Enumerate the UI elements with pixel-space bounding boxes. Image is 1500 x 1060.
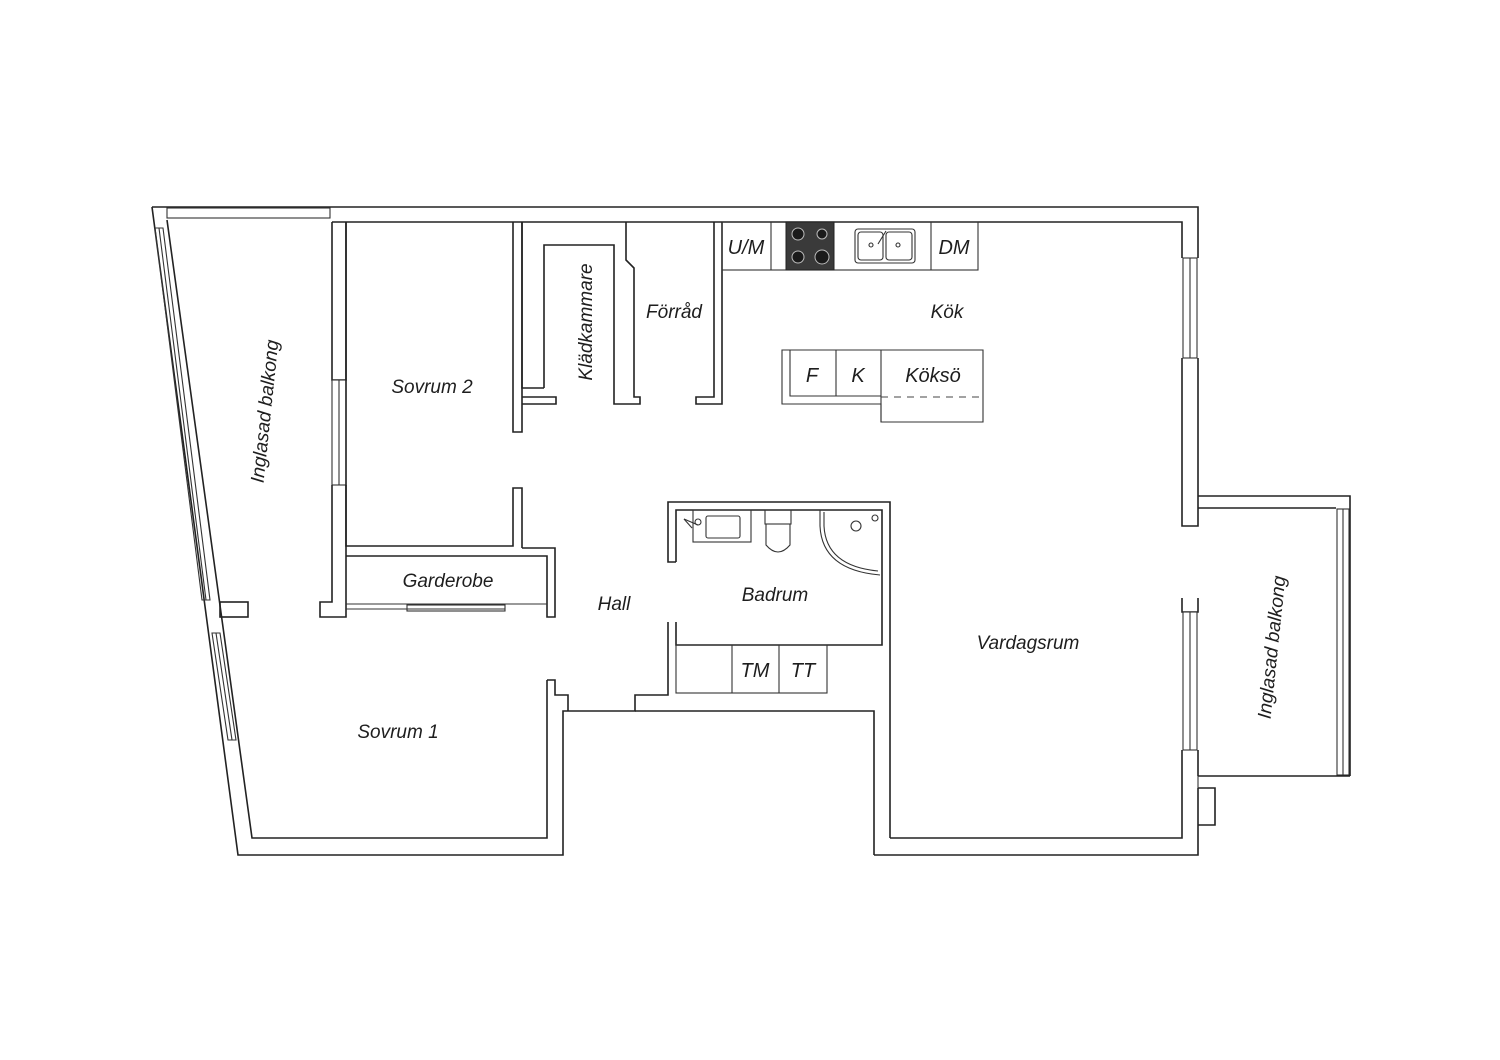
balcony-left-windows bbox=[154, 207, 331, 741]
sovrum2-walls bbox=[345, 222, 556, 618]
room-label-kok: Kök bbox=[931, 302, 965, 323]
room-label-kladkammare: Klädkammare bbox=[576, 263, 597, 380]
fixture-label-f: F bbox=[806, 365, 820, 387]
room-label-badrum: Badrum bbox=[742, 585, 809, 606]
room-label-vardagsrum: Vardagsrum bbox=[977, 633, 1080, 654]
balcony-inner-wall bbox=[319, 222, 347, 618]
fixture-label-k: K bbox=[851, 365, 866, 387]
window bbox=[211, 632, 237, 741]
kitchen-counter bbox=[721, 221, 979, 271]
kitchen-island bbox=[781, 349, 984, 423]
room-label-sovrum2: Sovrum 2 bbox=[391, 377, 473, 398]
room-label-balcony-right: Inglasad balkong bbox=[1255, 574, 1291, 720]
room-label-balcony-left: Inglasad balkong bbox=[248, 338, 284, 484]
room-label-garderobe: Garderobe bbox=[403, 571, 494, 592]
fixture-label-kokso: Köksö bbox=[905, 365, 961, 387]
badrum bbox=[675, 509, 883, 694]
washbasin-icon bbox=[683, 509, 752, 543]
fixture-label-tm: TM bbox=[741, 660, 770, 682]
shower-icon bbox=[819, 510, 881, 576]
garderobe bbox=[346, 603, 547, 612]
outer-walls bbox=[151, 206, 1199, 856]
toilet-icon bbox=[764, 509, 792, 553]
kladkammare-walls bbox=[521, 222, 615, 405]
sink-icon bbox=[854, 228, 916, 264]
room-label-forrad: Förråd bbox=[646, 302, 703, 323]
right-window-upper bbox=[1182, 257, 1198, 359]
room-label-hall: Hall bbox=[598, 594, 632, 615]
window bbox=[166, 207, 331, 219]
fixture-label-dm: DM bbox=[938, 237, 969, 259]
forrad-walls bbox=[613, 222, 723, 405]
room-label-sovrum1: Sovrum 1 bbox=[357, 722, 438, 743]
stove-icon bbox=[785, 221, 835, 271]
fixture-label-um: U/M bbox=[728, 237, 765, 259]
fixture-label-tt: TT bbox=[791, 660, 817, 682]
sovrum1-walls bbox=[547, 679, 569, 711]
window bbox=[154, 227, 211, 601]
balcony-right bbox=[1181, 495, 1351, 826]
